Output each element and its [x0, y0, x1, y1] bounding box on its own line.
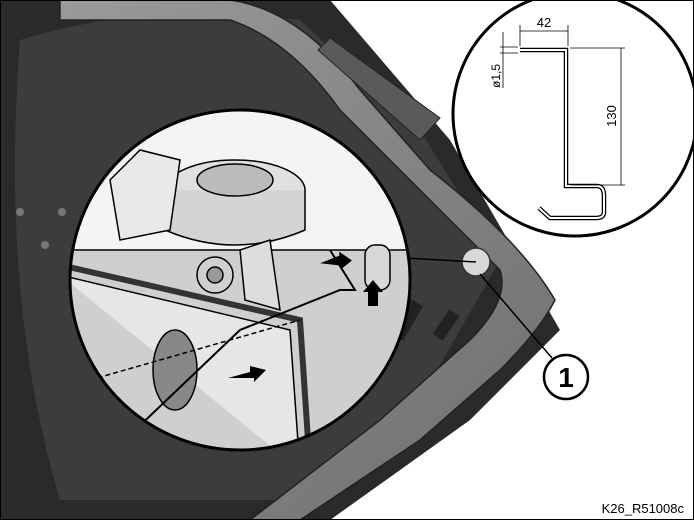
diameter-dimension: ø1,5	[489, 64, 503, 88]
reference-code: K26_R51008c	[601, 501, 684, 516]
arrow-icon	[320, 251, 352, 270]
width-dimension: 42	[537, 15, 551, 30]
callout-number: 1	[558, 362, 574, 393]
height-dimension: 130	[604, 105, 619, 127]
callout-circle	[542, 353, 590, 401]
dimension-inset	[451, 0, 694, 238]
arrow-icon	[228, 366, 266, 382]
arrow-up-icon	[363, 280, 383, 306]
